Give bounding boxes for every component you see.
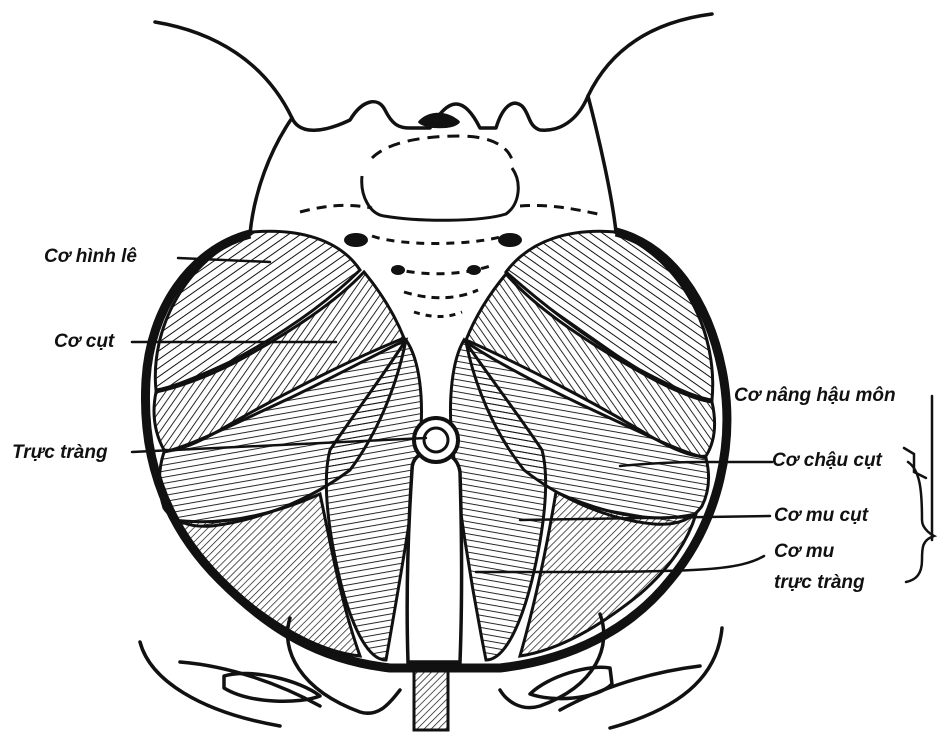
urogenital-hiatus: [407, 452, 461, 662]
pubic-symphysis: [414, 668, 448, 730]
label-puborectalis-line2: trực tràng: [774, 572, 865, 594]
label-pubococcygeus: Cơ mu cụt: [774, 505, 868, 527]
label-rectum: Trực tràng: [12, 442, 108, 464]
label-levator-ani: Cơ nâng hậu môn: [734, 385, 896, 407]
label-coccygeus: Cơ cụt: [54, 331, 114, 353]
label-piriformis: Cơ hình lê: [44, 246, 137, 268]
label-iliococcygeus: Cơ chậu cụt: [772, 450, 882, 472]
label-puborectalis-line1: Cơ mu: [774, 541, 834, 563]
rectum-ring: [414, 418, 458, 462]
